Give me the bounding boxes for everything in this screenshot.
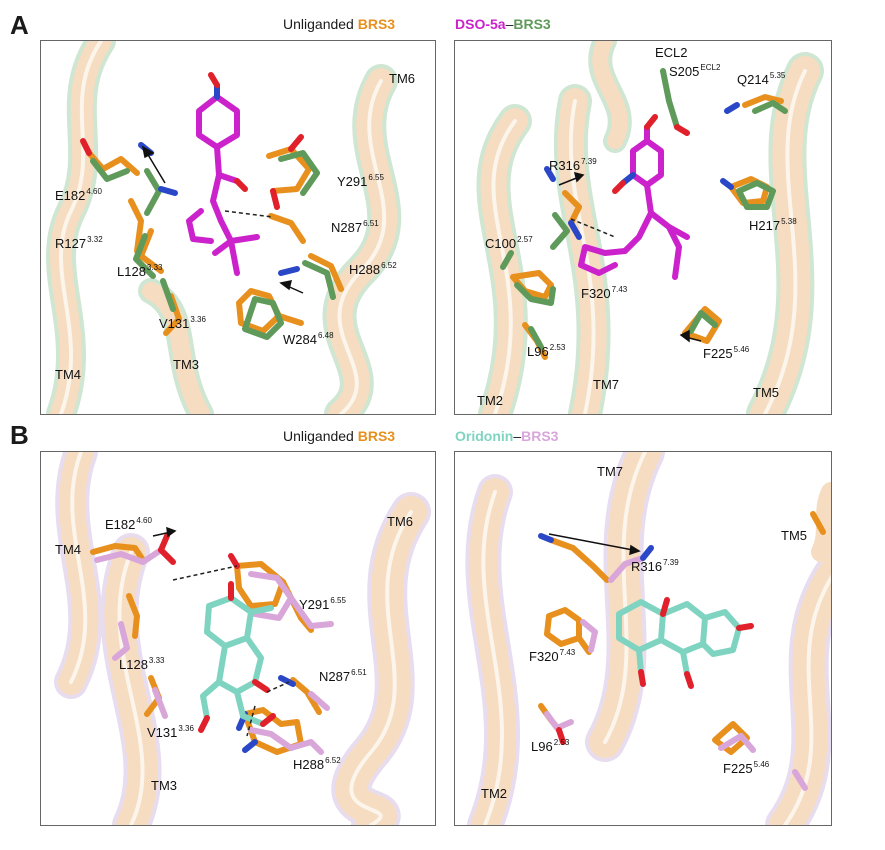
- movement-arrows: [152, 526, 177, 538]
- movement-arrows: [141, 145, 304, 294]
- label-y291: Y2916.55: [337, 173, 384, 189]
- label-s205: S205ECL2: [669, 63, 721, 79]
- label-tm6: TM6: [389, 71, 415, 86]
- residue-sticks-oridonin-complex: [94, 547, 334, 755]
- label-tm5: TM5: [781, 528, 807, 543]
- label-f225: F2255.46: [703, 345, 750, 361]
- label-f225: F2255.46: [723, 760, 770, 776]
- ligand-dso-5a: [186, 94, 260, 276]
- structure-panel-a-right: ECL2 S205ECL2 Q2145.35 R3167.39 H2175.38…: [454, 40, 832, 415]
- label-n287: N2876.51: [319, 668, 367, 684]
- heteroatoms: [538, 533, 654, 745]
- label-tm5: TM5: [753, 385, 779, 400]
- legend-b-left-prefix: Unliganded: [283, 428, 358, 444]
- label-tm7: TM7: [593, 377, 619, 392]
- panel-letter-b: B: [10, 420, 29, 450]
- label-l96: L962.53: [527, 343, 566, 359]
- label-r316: R3167.39: [549, 157, 597, 173]
- legend-b-right: Oridonin–BRS3: [455, 428, 558, 444]
- label-tm2: TM2: [477, 393, 503, 408]
- label-tm3: TM3: [173, 357, 199, 372]
- label-ecl2: ECL2: [655, 45, 688, 60]
- legend-b-right-protein: BRS3: [521, 428, 559, 444]
- label-tm4: TM4: [55, 367, 81, 382]
- label-y291: Y2916.55: [299, 596, 346, 612]
- label-f320: F3207.43: [581, 285, 628, 301]
- ligand-heteroatoms: [208, 72, 248, 192]
- structure-render-a-left: [46, 41, 402, 414]
- residue-sticks-unliganded: [86, 146, 344, 336]
- label-q214: Q2145.35: [737, 71, 786, 87]
- legend-a-right-dash: –: [505, 16, 514, 32]
- residue-sticks-dso-complex: [500, 68, 788, 350]
- structure-panel-b-right: TM7 TM5 R3167.39 F3207.43 L962.53 F2255.…: [454, 451, 832, 826]
- legend-a-right-ligand: DSO-5a: [455, 16, 506, 32]
- legend-a-right-protein: BRS3: [513, 16, 551, 32]
- structure-panel-a-left: TM6 E1824.60 Y2916.55 R1273.32 N2876.51 …: [40, 40, 436, 415]
- ligand-heteroatoms: [612, 114, 658, 194]
- hydrogen-bonds: [172, 565, 290, 737]
- label-n287: N2876.51: [331, 219, 379, 235]
- residue-sticks-oridonin-complex: [544, 555, 808, 791]
- structure-panel-b-left: E1824.60 TM6 TM4 Y2916.55 L1283.33 N2876…: [40, 451, 436, 826]
- label-c100: C1002.57: [485, 235, 533, 251]
- label-h288: H2886.52: [349, 261, 397, 277]
- label-v131: V1313.36: [159, 315, 206, 331]
- residue-sticks-unliganded: [538, 511, 826, 755]
- label-v131: V1313.36: [147, 724, 194, 740]
- label-r316: R3167.39: [631, 558, 679, 574]
- label-h288: H2886.52: [293, 756, 341, 772]
- structure-render-b-right: [465, 452, 831, 825]
- label-h217: H2175.38: [749, 217, 797, 233]
- label-tm3: TM3: [151, 778, 177, 793]
- heteroatoms: [544, 102, 740, 240]
- label-l128: L1283.33: [119, 656, 165, 672]
- label-e182: E1824.60: [105, 516, 152, 532]
- legend-b-left: Unliganded BRS3: [283, 428, 395, 444]
- movement-arrows: [558, 171, 702, 343]
- movement-arrows: [548, 533, 641, 556]
- residue-sticks-dso-complex: [90, 150, 336, 340]
- legend-b-right-ligand: Oridonin: [455, 428, 514, 444]
- ligand-heteroatoms: [198, 581, 276, 733]
- legend-b-left-protein: BRS3: [357, 428, 396, 444]
- panel-letter-a: A: [10, 10, 29, 40]
- label-w284: W2846.48: [283, 331, 334, 347]
- structure-render-b-left: [54, 452, 431, 825]
- helix-ribbons: [476, 41, 824, 414]
- helix-ribbons: [465, 452, 831, 825]
- label-l128: L1283.33: [117, 263, 163, 279]
- label-tm6: TM6: [387, 514, 413, 529]
- label-e182: E1824.60: [55, 187, 102, 203]
- label-f320: F3207.43: [529, 648, 576, 664]
- label-r127: R1273.32: [55, 235, 103, 251]
- label-tm7: TM7: [597, 464, 623, 479]
- ligand-oridonin: [616, 599, 742, 677]
- ligand-heteroatoms: [638, 597, 754, 689]
- legend-a-right: DSO-5a–BRS3: [455, 16, 551, 32]
- label-tm2: TM2: [481, 786, 507, 801]
- legend-a-left-protein: BRS3: [357, 16, 396, 32]
- heteroatoms: [158, 533, 296, 753]
- hydrogen-bonds: [224, 210, 274, 218]
- label-l96: L962.53: [531, 738, 570, 754]
- helix-ribbons: [46, 41, 402, 414]
- legend-a-left-prefix: Unliganded: [283, 16, 358, 32]
- legend-a-left: Unliganded BRS3: [283, 16, 395, 32]
- helix-ribbons: [54, 452, 431, 825]
- label-tm4: TM4: [55, 542, 81, 557]
- legend-b-right-dash: –: [513, 428, 522, 444]
- hydrogen-bonds: [570, 218, 616, 238]
- structure-render-a-right: [476, 41, 824, 414]
